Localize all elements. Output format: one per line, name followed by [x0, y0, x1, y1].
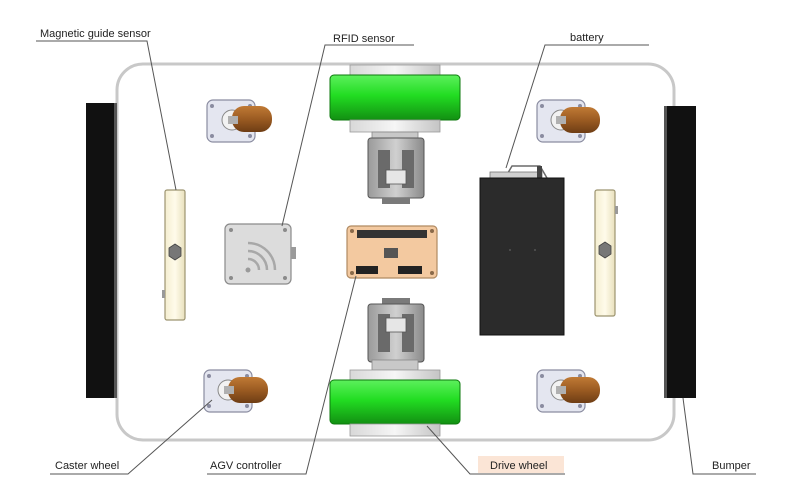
- drive-wheel-bottom: [329, 359, 461, 437]
- leader-rfid-sensor: [281, 44, 414, 227]
- bumper-right: [664, 106, 696, 398]
- leader-battery: [505, 44, 649, 169]
- drive-motor-top: [367, 137, 425, 204]
- magnetic-guide-sensor-right: [594, 189, 618, 317]
- label-rfid-sensor: RFID sensor: [333, 33, 395, 45]
- label-caster-wheel: Caster wheel: [55, 460, 119, 472]
- label-battery: battery: [570, 32, 604, 44]
- caster-wheel-top-right: [536, 99, 600, 143]
- caster-wheel-top-left: [206, 99, 272, 143]
- label-agv-controller: AGV controller: [210, 460, 282, 472]
- label-magnetic-guide-sensor: Magnetic guide sensor: [40, 28, 151, 40]
- battery: [479, 165, 565, 336]
- rfid-signal-icon: [245, 267, 251, 273]
- leader-bumper: [682, 397, 756, 475]
- leader-drive-wheel: [426, 425, 565, 475]
- leader-lines: [36, 40, 756, 475]
- caster-wheel-bottom-left: [203, 369, 268, 413]
- label-bumper: Bumper: [712, 460, 751, 472]
- leader-magnetic-guide-sensor: [36, 40, 177, 191]
- drive-wheel-label-highlight: [478, 456, 564, 473]
- label-drive-wheel: Drive wheel: [490, 460, 547, 472]
- leader-caster-wheel: [50, 399, 213, 475]
- leader-agv-controller: [207, 275, 357, 475]
- magnetic-guide-sensor-left: [162, 189, 186, 321]
- caster-wheel-bottom-right: [536, 369, 600, 413]
- bumper-left: [86, 103, 117, 398]
- rfid-sensor: [224, 223, 296, 285]
- drive-wheel-top: [329, 64, 461, 143]
- agv-controller: [346, 225, 438, 279]
- drive-motor-bottom: [367, 298, 425, 363]
